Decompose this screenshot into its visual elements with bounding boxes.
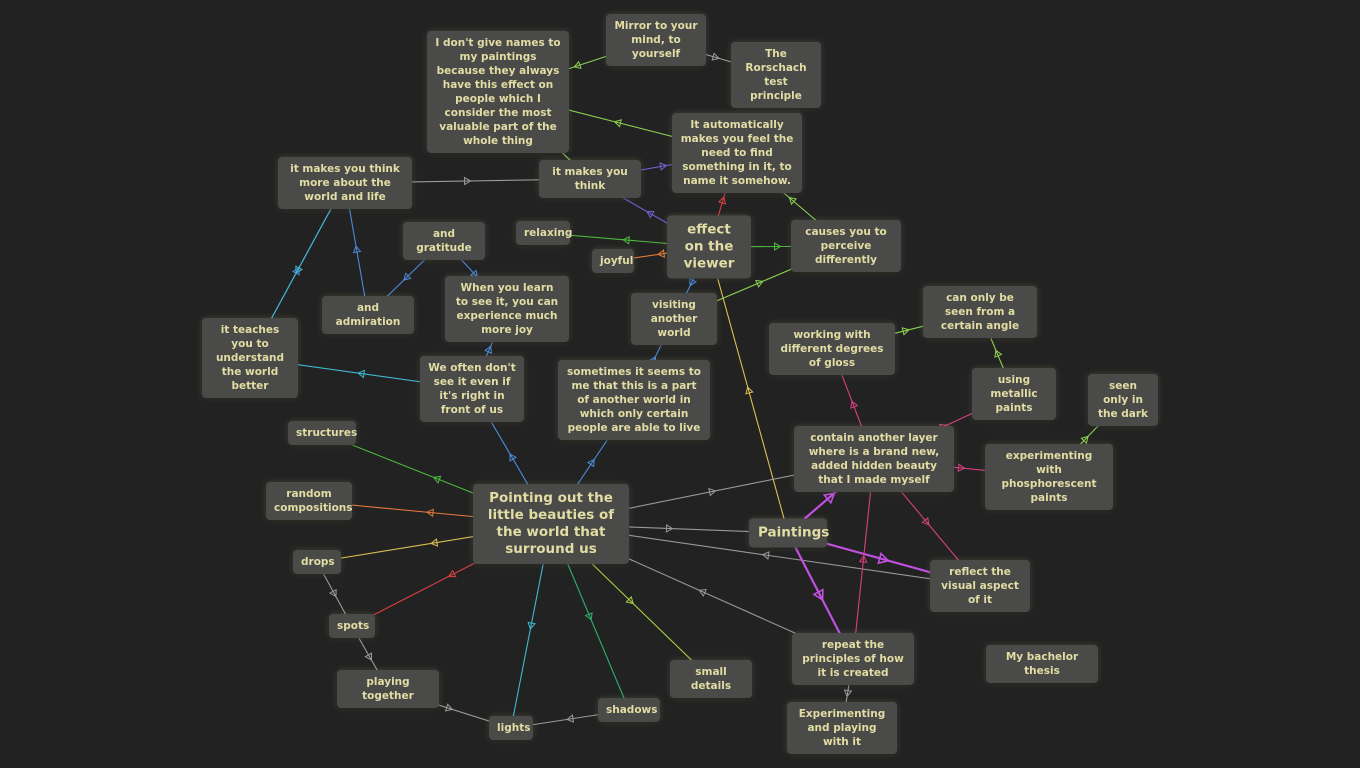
edge-arrow-repeat-layer	[858, 555, 868, 563]
node-visiting-another-world[interactable]: visiting another world	[631, 293, 717, 345]
node-random-compositions[interactable]: random compositions	[266, 482, 353, 520]
node-shadows[interactable]: shadows	[598, 698, 660, 722]
edge-arrow-often-teaches	[357, 369, 366, 379]
node-automatically-name-it[interactable]: It automatically makes you feel the need…	[672, 113, 802, 193]
edge-arrow-drops-spots	[328, 588, 337, 598]
node-and-admiration[interactable]: and admiration	[322, 296, 414, 334]
edge-arrow-automatically-names	[613, 119, 622, 128]
edge-arrow-think_more-makes_think	[463, 176, 472, 186]
node-no-names-for-paintings[interactable]: I don't give names to my paintings becau…	[427, 31, 569, 153]
edge-arrow-paintings-repeat	[812, 588, 824, 602]
node-degrees-of-gloss[interactable]: working with different degrees of gloss	[769, 323, 895, 375]
edge-arrow-center-shadows	[584, 612, 593, 621]
edge-arrow-effect-relaxing	[622, 235, 630, 245]
node-mirror-to-your-mind[interactable]: Mirror to your mind, to yourself	[606, 14, 706, 66]
edge-arrow-think_more-teaches	[295, 265, 304, 275]
edge-arrow-spots-playing	[364, 652, 373, 661]
edge-arrow-causes-automatically	[788, 196, 797, 206]
node-and-gratitude[interactable]: and gratitude	[403, 222, 485, 260]
edge-arrow-center-spots	[447, 569, 457, 578]
node-rorschach-principle[interactable]: The Rorschach test principle	[731, 42, 821, 108]
node-repeat-principles[interactable]: repeat the principles of how it is creat…	[792, 633, 914, 685]
node-seen-only-in-dark[interactable]: seen only in the dark	[1088, 374, 1158, 426]
edge-arrow-center-lights	[527, 621, 536, 630]
node-phosphorescent-paints[interactable]: experimenting with phosphorescent paints	[985, 444, 1113, 510]
node-lights[interactable]: lights	[489, 716, 533, 740]
edge-arrow-center-often	[509, 453, 518, 462]
node-relaxing[interactable]: relaxing	[516, 221, 572, 245]
edge-arrow-often-learn	[484, 345, 493, 354]
edge-arrow-effect-joyful	[657, 249, 666, 258]
edge-arrow-playing-lights	[444, 703, 454, 712]
node-seen-from-certain-angle[interactable]: can only be seen from a certain angle	[923, 286, 1037, 338]
edge-arrow-admiration-think_more	[352, 245, 362, 254]
edge-arrow-center-drops	[430, 538, 439, 547]
edge-arrow-makes_think-automatically	[659, 162, 668, 171]
node-teaches-understand-world[interactable]: it teaches you to understand the world b…	[202, 318, 298, 398]
edge-arrow-names-mirror	[573, 60, 582, 70]
edge-arrow-center-paintings	[665, 523, 674, 533]
edge-arrow-center-structures	[432, 475, 442, 484]
edge-arrow-visiting-causes	[755, 279, 764, 288]
edge-arrow-repeat-experimenting	[843, 689, 853, 698]
edge-arrow-center-small	[625, 595, 634, 605]
node-learn-to-see-joy[interactable]: When you learn to see it, you can experi…	[445, 276, 569, 342]
node-often-dont-see-it[interactable]: We often don't see it even if it's right…	[420, 356, 524, 422]
edge-arrow-center-random	[426, 508, 434, 518]
node-hidden-layer[interactable]: contain another layer where is a brand n…	[794, 426, 954, 492]
edge-arrow-layer-phosph	[957, 463, 966, 472]
node-part-of-another-world[interactable]: sometimes it seems to me that this is a …	[558, 360, 710, 440]
node-metallic-paints[interactable]: using metallic paints	[972, 368, 1056, 420]
node-small-details[interactable]: small details	[670, 660, 752, 698]
node-experimenting-playing[interactable]: Experimenting and playing with it	[787, 702, 897, 754]
edge-arrow-effect-makes_think	[646, 210, 655, 219]
node-makes-you-think[interactable]: it makes you think	[539, 160, 641, 198]
edge-arrow-paintings-reflect	[877, 551, 890, 565]
edge-arrow-admiration-gratitude	[403, 272, 412, 281]
edge-arrow-effect-causes	[773, 242, 782, 251]
edge-arrow-paintings-layer	[822, 491, 836, 505]
node-my-bachelor-thesis[interactable]: My bachelor thesis	[986, 645, 1098, 683]
node-center-topic[interactable]: Pointing out the little beauties of the …	[473, 484, 629, 564]
node-effect-on-viewer[interactable]: effect on the viewer	[667, 215, 751, 279]
node-perceive-differently[interactable]: causes you to perceive differently	[791, 220, 901, 272]
edge-repeat-layer	[852, 458, 875, 660]
node-think-more-about-world[interactable]: it makes you think more about the world …	[278, 157, 412, 209]
node-playing-together[interactable]: playing together	[337, 670, 439, 708]
edge-arrow-center-sometimes	[586, 458, 595, 468]
node-drops[interactable]: drops	[293, 550, 341, 574]
node-paintings[interactable]: Paintings	[749, 518, 829, 548]
edge-effect-paintings	[708, 246, 789, 534]
edge-arrow-gloss-angle	[901, 327, 910, 336]
edge-arrow-layer-reflect	[921, 517, 930, 526]
node-spots[interactable]: spots	[329, 614, 375, 638]
edge-arrow-repeat-center	[698, 588, 707, 597]
edge-arrow-phosph-dark	[1080, 435, 1089, 445]
edge-arrow-rorschach-mirror	[711, 52, 720, 61]
edge-arrow-effect-automatically	[717, 196, 727, 205]
node-joyful[interactable]: joyful	[592, 249, 634, 273]
edge-arrow-effect-visiting	[689, 277, 697, 287]
node-reflect-visual-aspect[interactable]: reflect the visual aspect of it	[930, 560, 1030, 612]
edge-arrow-effect-paintings	[745, 386, 754, 395]
edge-arrow-layer-gloss	[850, 400, 859, 409]
edge-arrow-metallic-angle	[994, 349, 1003, 358]
edge-arrow-shadows-lights	[566, 714, 575, 723]
edge-arrow-center-layer	[708, 487, 717, 497]
node-structures[interactable]: structures	[288, 421, 357, 445]
edge-arrow-reflect-center	[761, 551, 770, 560]
